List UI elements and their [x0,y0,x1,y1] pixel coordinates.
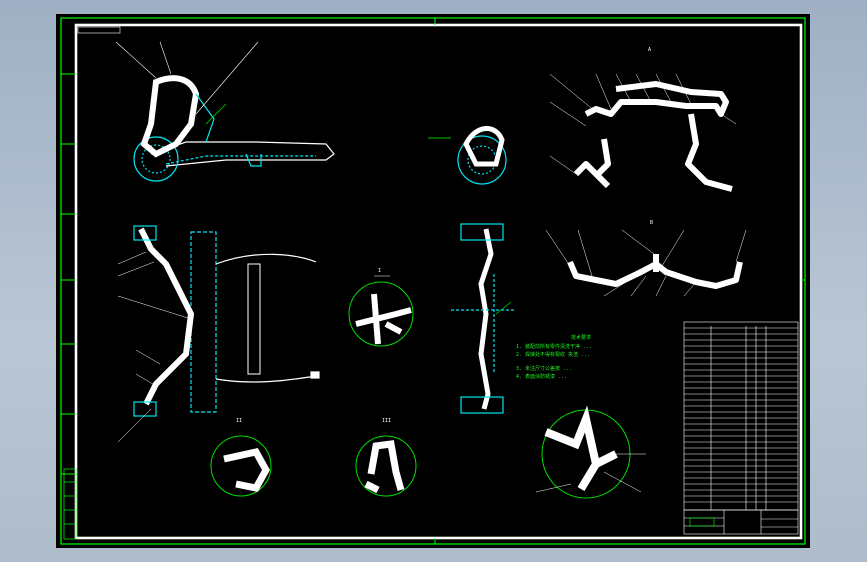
detail-ii [210,435,272,497]
title-block [683,509,799,535]
left-title-strip [63,468,77,540]
view-label-ii: II [236,418,242,424]
section-b-leaders [545,229,747,297]
section-b [567,254,743,289]
note-line-2: 2. 焊接处不得有裂纹 夹渣 ... [516,351,590,358]
section-a [573,81,733,192]
plan-view [133,225,320,417]
drawing-number-box [77,26,121,34]
plan-view-leaders [117,251,192,443]
parts-list [683,321,799,511]
note-line-3: 3. 未注尺寸公差按 ... [516,365,572,372]
side-view [115,41,335,182]
view-label-a: A [648,47,651,53]
inner-border [74,23,803,540]
end-view [428,126,507,185]
view-label-i: I [378,268,381,274]
detail-i [348,275,414,347]
outer-border [60,17,806,545]
notes-heading: 技术要求 [571,334,591,341]
cad-drawing-sheet: A B I [60,17,806,545]
technical-notes: 技术要求 1. 装配前所有零件清洗干净 ... 2. 焊接处不得有裂纹 夹渣 .… [516,334,592,380]
detail-iv [535,405,646,499]
note-line-4: 4. 表面涂防锈漆 ... [516,373,567,380]
note-line-1: 1. 装配前所有零件清洗干净 ... [516,343,592,350]
section-a-leaders [549,73,737,175]
view-label-b: B [650,220,653,226]
front-view [451,223,516,414]
cad-viewport[interactable]: A B I [56,14,810,548]
view-label-iii: III [382,418,391,424]
zone-ticks [61,18,805,544]
detail-iii [355,435,417,497]
